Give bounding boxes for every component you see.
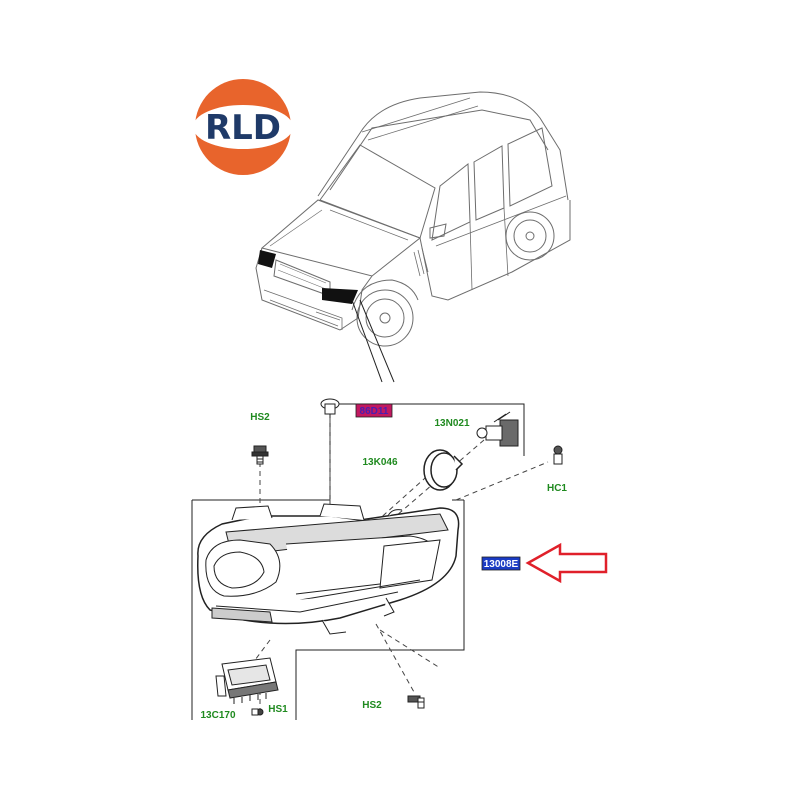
rld-logo: RLD xyxy=(193,79,293,175)
callout-86d11[interactable]: 86D11 xyxy=(360,406,389,417)
callout-13k046[interactable]: 13K046 xyxy=(362,457,397,468)
screw-hc1 xyxy=(553,445,563,465)
vehicle-illustration xyxy=(255,91,571,347)
callout-hs2-top[interactable]: HS2 xyxy=(250,412,270,423)
callout-13008e[interactable]: 13008E xyxy=(484,559,519,570)
callout-13n021[interactable]: 13N021 xyxy=(434,418,469,429)
callout-86d11-box[interactable]: 86D11 xyxy=(355,403,393,418)
bulb-13n021 xyxy=(476,411,519,447)
logo-text: RLD xyxy=(205,108,281,148)
cap-86d11 xyxy=(320,398,340,415)
zoom-leader-lines xyxy=(351,299,395,383)
headlamp-unit-13008e xyxy=(197,503,460,635)
callout-13008e-box[interactable]: 13008E xyxy=(481,556,521,571)
bolt-hs2-top xyxy=(251,445,269,465)
screw-hs1 xyxy=(251,708,264,716)
callout-hs1[interactable]: HS1 xyxy=(268,704,288,715)
callout-13c170[interactable]: 13C170 xyxy=(200,710,235,721)
bolt-hs2-bottom xyxy=(407,695,425,709)
headlamp-right-highlight xyxy=(322,288,358,304)
logo-band xyxy=(193,105,293,149)
module-13c170 xyxy=(215,657,279,704)
callout-hc1[interactable]: HC1 xyxy=(547,483,567,494)
headlamp-left-highlight xyxy=(258,250,276,268)
callout-hs2-bottom[interactable]: HS2 xyxy=(362,700,382,711)
highlight-arrow xyxy=(525,542,608,584)
cover-13k046 xyxy=(423,449,464,491)
